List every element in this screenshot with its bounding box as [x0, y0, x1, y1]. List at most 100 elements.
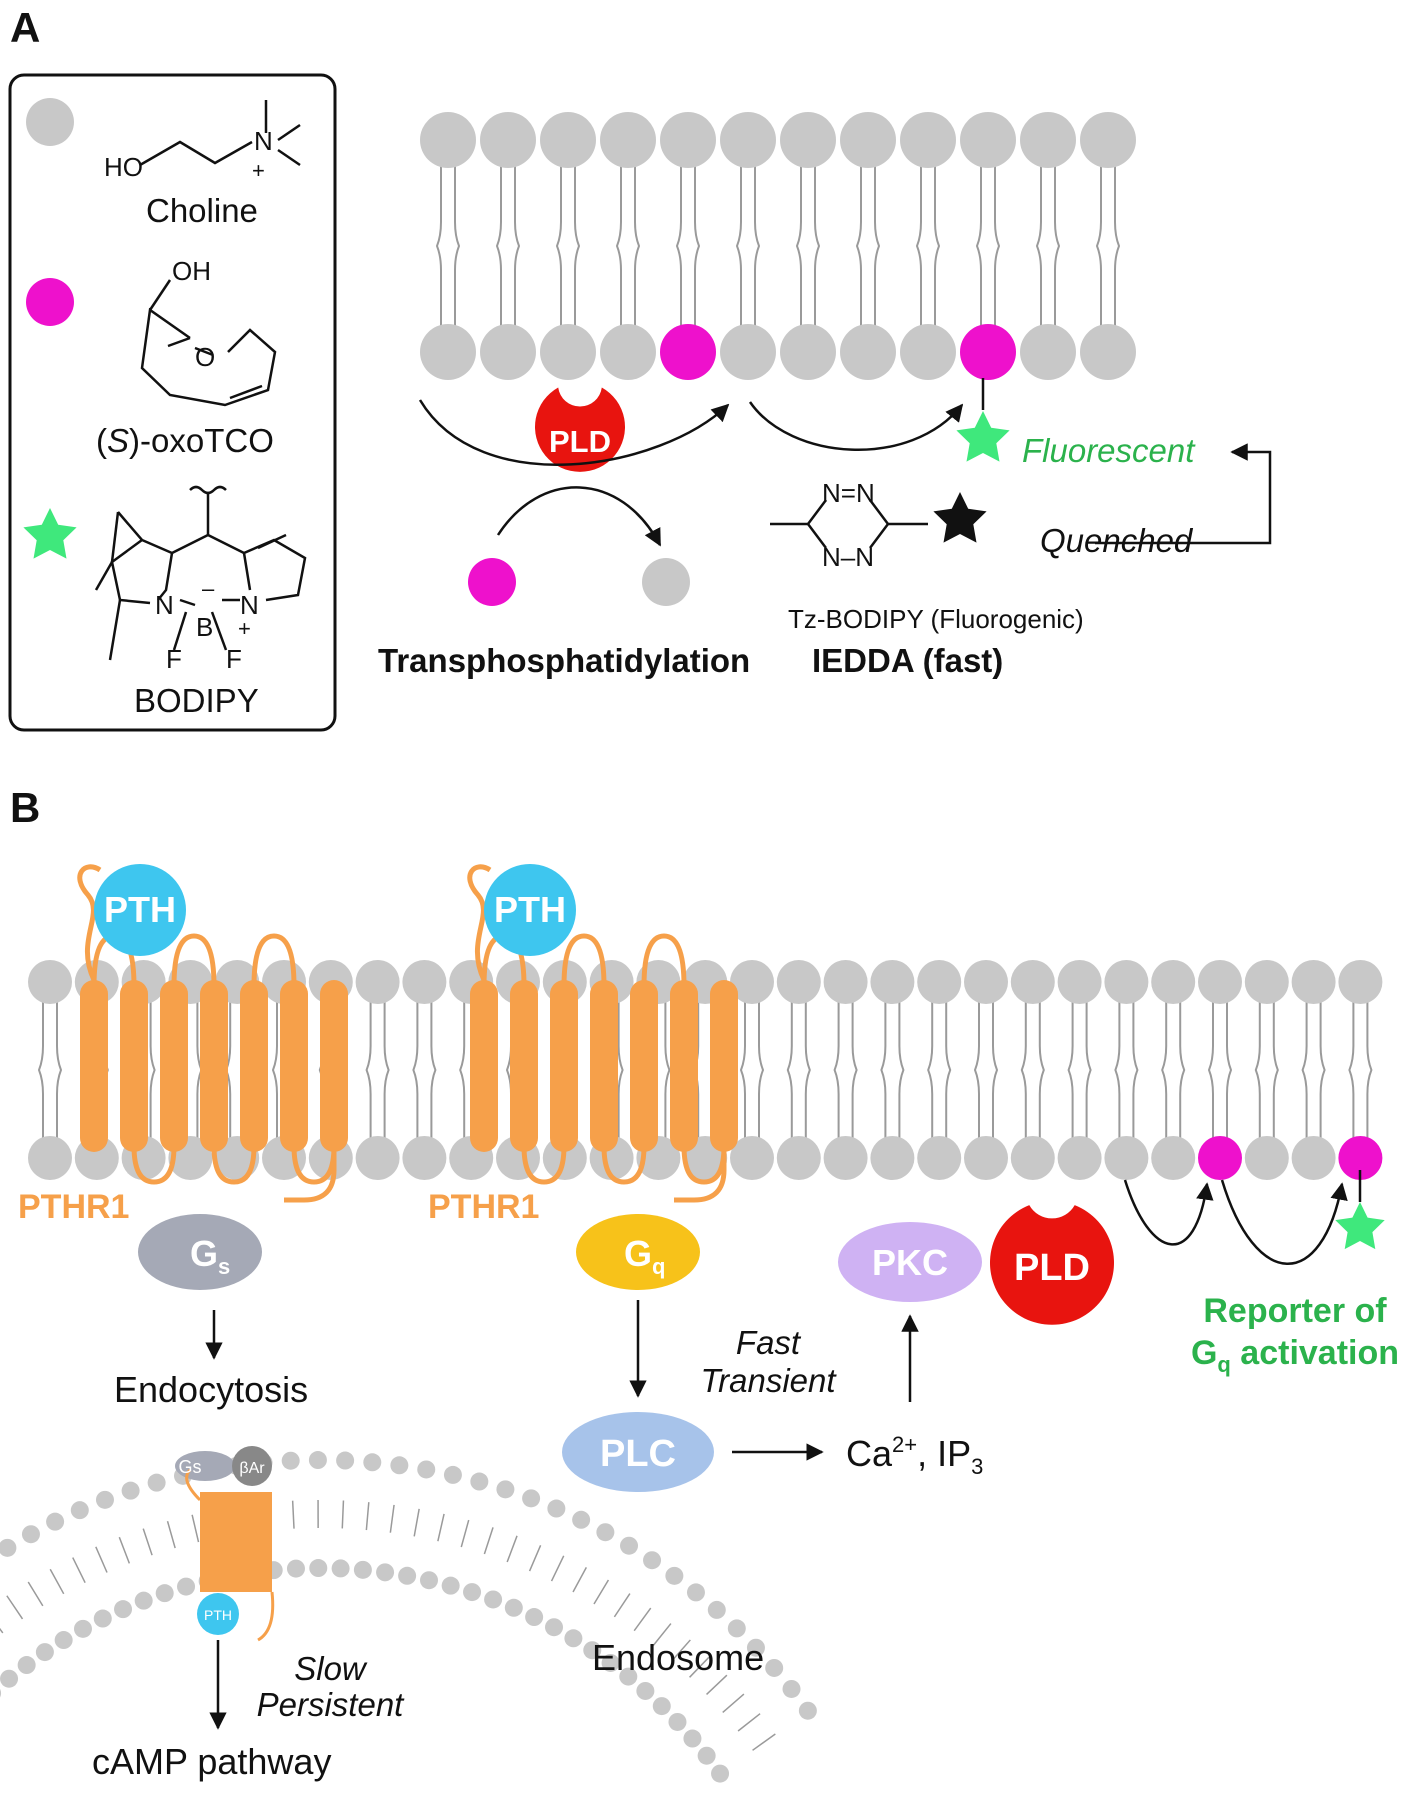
endosome-lipid-head	[93, 1609, 112, 1628]
bodipy-plus: +	[238, 616, 251, 641]
lipid-head	[776, 1136, 821, 1180]
lipid-head	[720, 112, 776, 168]
lipid-head	[780, 112, 836, 168]
tetrazine-structure	[770, 499, 928, 549]
transmembrane-helix	[470, 980, 498, 1152]
lipid-tail	[795, 164, 802, 328]
free-oxotco-molecule	[468, 558, 516, 606]
endosome-lipid-tail	[166, 1520, 176, 1549]
endosome-lipid-head	[463, 1583, 482, 1602]
transmembrane-helix	[630, 980, 658, 1152]
endosome-lipid-head	[390, 1456, 409, 1475]
lipid-head	[660, 112, 716, 168]
endosome-lipid-head	[70, 1501, 89, 1520]
lipid-head	[1291, 1136, 1336, 1180]
lipid-head	[1244, 960, 1289, 1004]
endosome-lipid-tail	[706, 1674, 728, 1696]
lipid-tail	[992, 1002, 999, 1138]
lipid-tail	[1114, 164, 1121, 328]
endosome-lipid-head	[177, 1577, 196, 1596]
endosome-lipid-tail	[613, 1593, 631, 1618]
endosome-lipid-head	[545, 1618, 564, 1637]
lipid-head	[402, 960, 447, 1004]
transmembrane-helix	[590, 980, 618, 1152]
lipid-tail	[435, 164, 442, 328]
lipid-tail	[365, 1002, 372, 1138]
lipid-head	[1010, 1136, 1055, 1180]
choline-plus: +	[252, 158, 265, 183]
lipid-tail	[1319, 1002, 1326, 1138]
endosome-lipid-head	[636, 1681, 655, 1700]
lipid-tail	[1161, 1002, 1168, 1138]
oxotco-o: O	[195, 342, 215, 372]
persistent-label: Persistent	[257, 1686, 406, 1723]
lipid-tail	[617, 1002, 624, 1138]
membrane-bilayer-a	[420, 112, 1136, 380]
endosome-lipid-tail	[550, 1555, 565, 1582]
endosome-receptor-complex	[175, 1446, 275, 1642]
endosome-lipid-head	[21, 1525, 40, 1544]
endosome-lipid-head	[522, 1489, 541, 1508]
endosome-lipid-head	[707, 1600, 726, 1619]
bodipy-f-right: F	[226, 644, 242, 674]
lipid-tail	[851, 1002, 858, 1138]
tz-bodipy-label: Tz-BODIPY (Fluorogenic)	[788, 604, 1084, 634]
transmembrane-helix	[550, 980, 578, 1152]
pthr1-label-1: PTHR1	[18, 1188, 129, 1226]
lipid-head	[28, 1136, 72, 1180]
lipid-head	[480, 324, 536, 380]
lipid-tail	[694, 164, 701, 328]
lipid-tail	[855, 164, 862, 328]
transmembrane-helix	[320, 980, 348, 1152]
lipid-head	[720, 324, 776, 380]
pld-enzyme-a	[535, 387, 626, 472]
endosome-lipid-head	[281, 1451, 300, 1470]
oxotco-lipid-head	[960, 324, 1016, 380]
endosome-lipid-tail	[752, 1733, 776, 1751]
endosome-lipid-head	[547, 1499, 566, 1518]
lipid-head	[1151, 1136, 1196, 1180]
endosome-lipid-head	[665, 1566, 684, 1585]
lipid-tail	[945, 1002, 952, 1138]
transmembrane-helix	[80, 980, 108, 1152]
lipid-tail	[1254, 1002, 1261, 1138]
lipid-head	[1080, 112, 1136, 168]
endosome-gs-label: Gs	[178, 1457, 201, 1477]
endosome-lipid-tail	[291, 1500, 295, 1529]
lipid-head	[730, 960, 774, 1004]
lipid-tail	[271, 1002, 278, 1138]
endosome-lipid-head	[484, 1590, 503, 1609]
lipid-head	[964, 960, 1008, 1004]
endosome-lipid-head	[643, 1551, 662, 1570]
lipid-tail	[1226, 1002, 1233, 1138]
transmembrane-helix	[200, 980, 228, 1152]
lipid-tail	[1114, 1002, 1121, 1138]
lipid-head	[840, 324, 896, 380]
endosome-lipid-tail	[633, 1607, 652, 1632]
endosome-pth-label: PTH	[204, 1607, 232, 1623]
lipid-tail	[898, 1002, 905, 1138]
choline-ho: HO	[104, 152, 143, 182]
endosome-lipid-tail	[572, 1567, 588, 1593]
endosome-barr-label: βAr	[239, 1460, 265, 1477]
lipid-head	[1104, 960, 1149, 1004]
endosome-lipid-head	[441, 1576, 460, 1595]
endosome-lipid-tail	[341, 1500, 345, 1529]
endosome-lipid-head	[525, 1608, 544, 1627]
endocytosis-label: Endocytosis	[114, 1369, 308, 1410]
lipid-head	[355, 960, 400, 1004]
lipid-tail	[574, 164, 581, 328]
bodipy-structure	[94, 485, 307, 661]
lipid-head	[1057, 960, 1102, 1004]
transmembrane-helix	[670, 980, 698, 1152]
lipid-tail	[555, 164, 562, 328]
lipid-head	[1057, 1136, 1102, 1180]
endosome-lipid-head	[420, 1571, 439, 1590]
oxotco-lipid-head	[1338, 1136, 1383, 1180]
lipid-tail	[804, 1002, 811, 1138]
endosome-lipid-head	[336, 1451, 355, 1470]
iedda-arrow	[748, 401, 964, 452]
transmembrane-helix	[240, 980, 268, 1152]
endosome-lipid-head	[619, 1667, 638, 1686]
lipid-tail	[735, 164, 742, 328]
